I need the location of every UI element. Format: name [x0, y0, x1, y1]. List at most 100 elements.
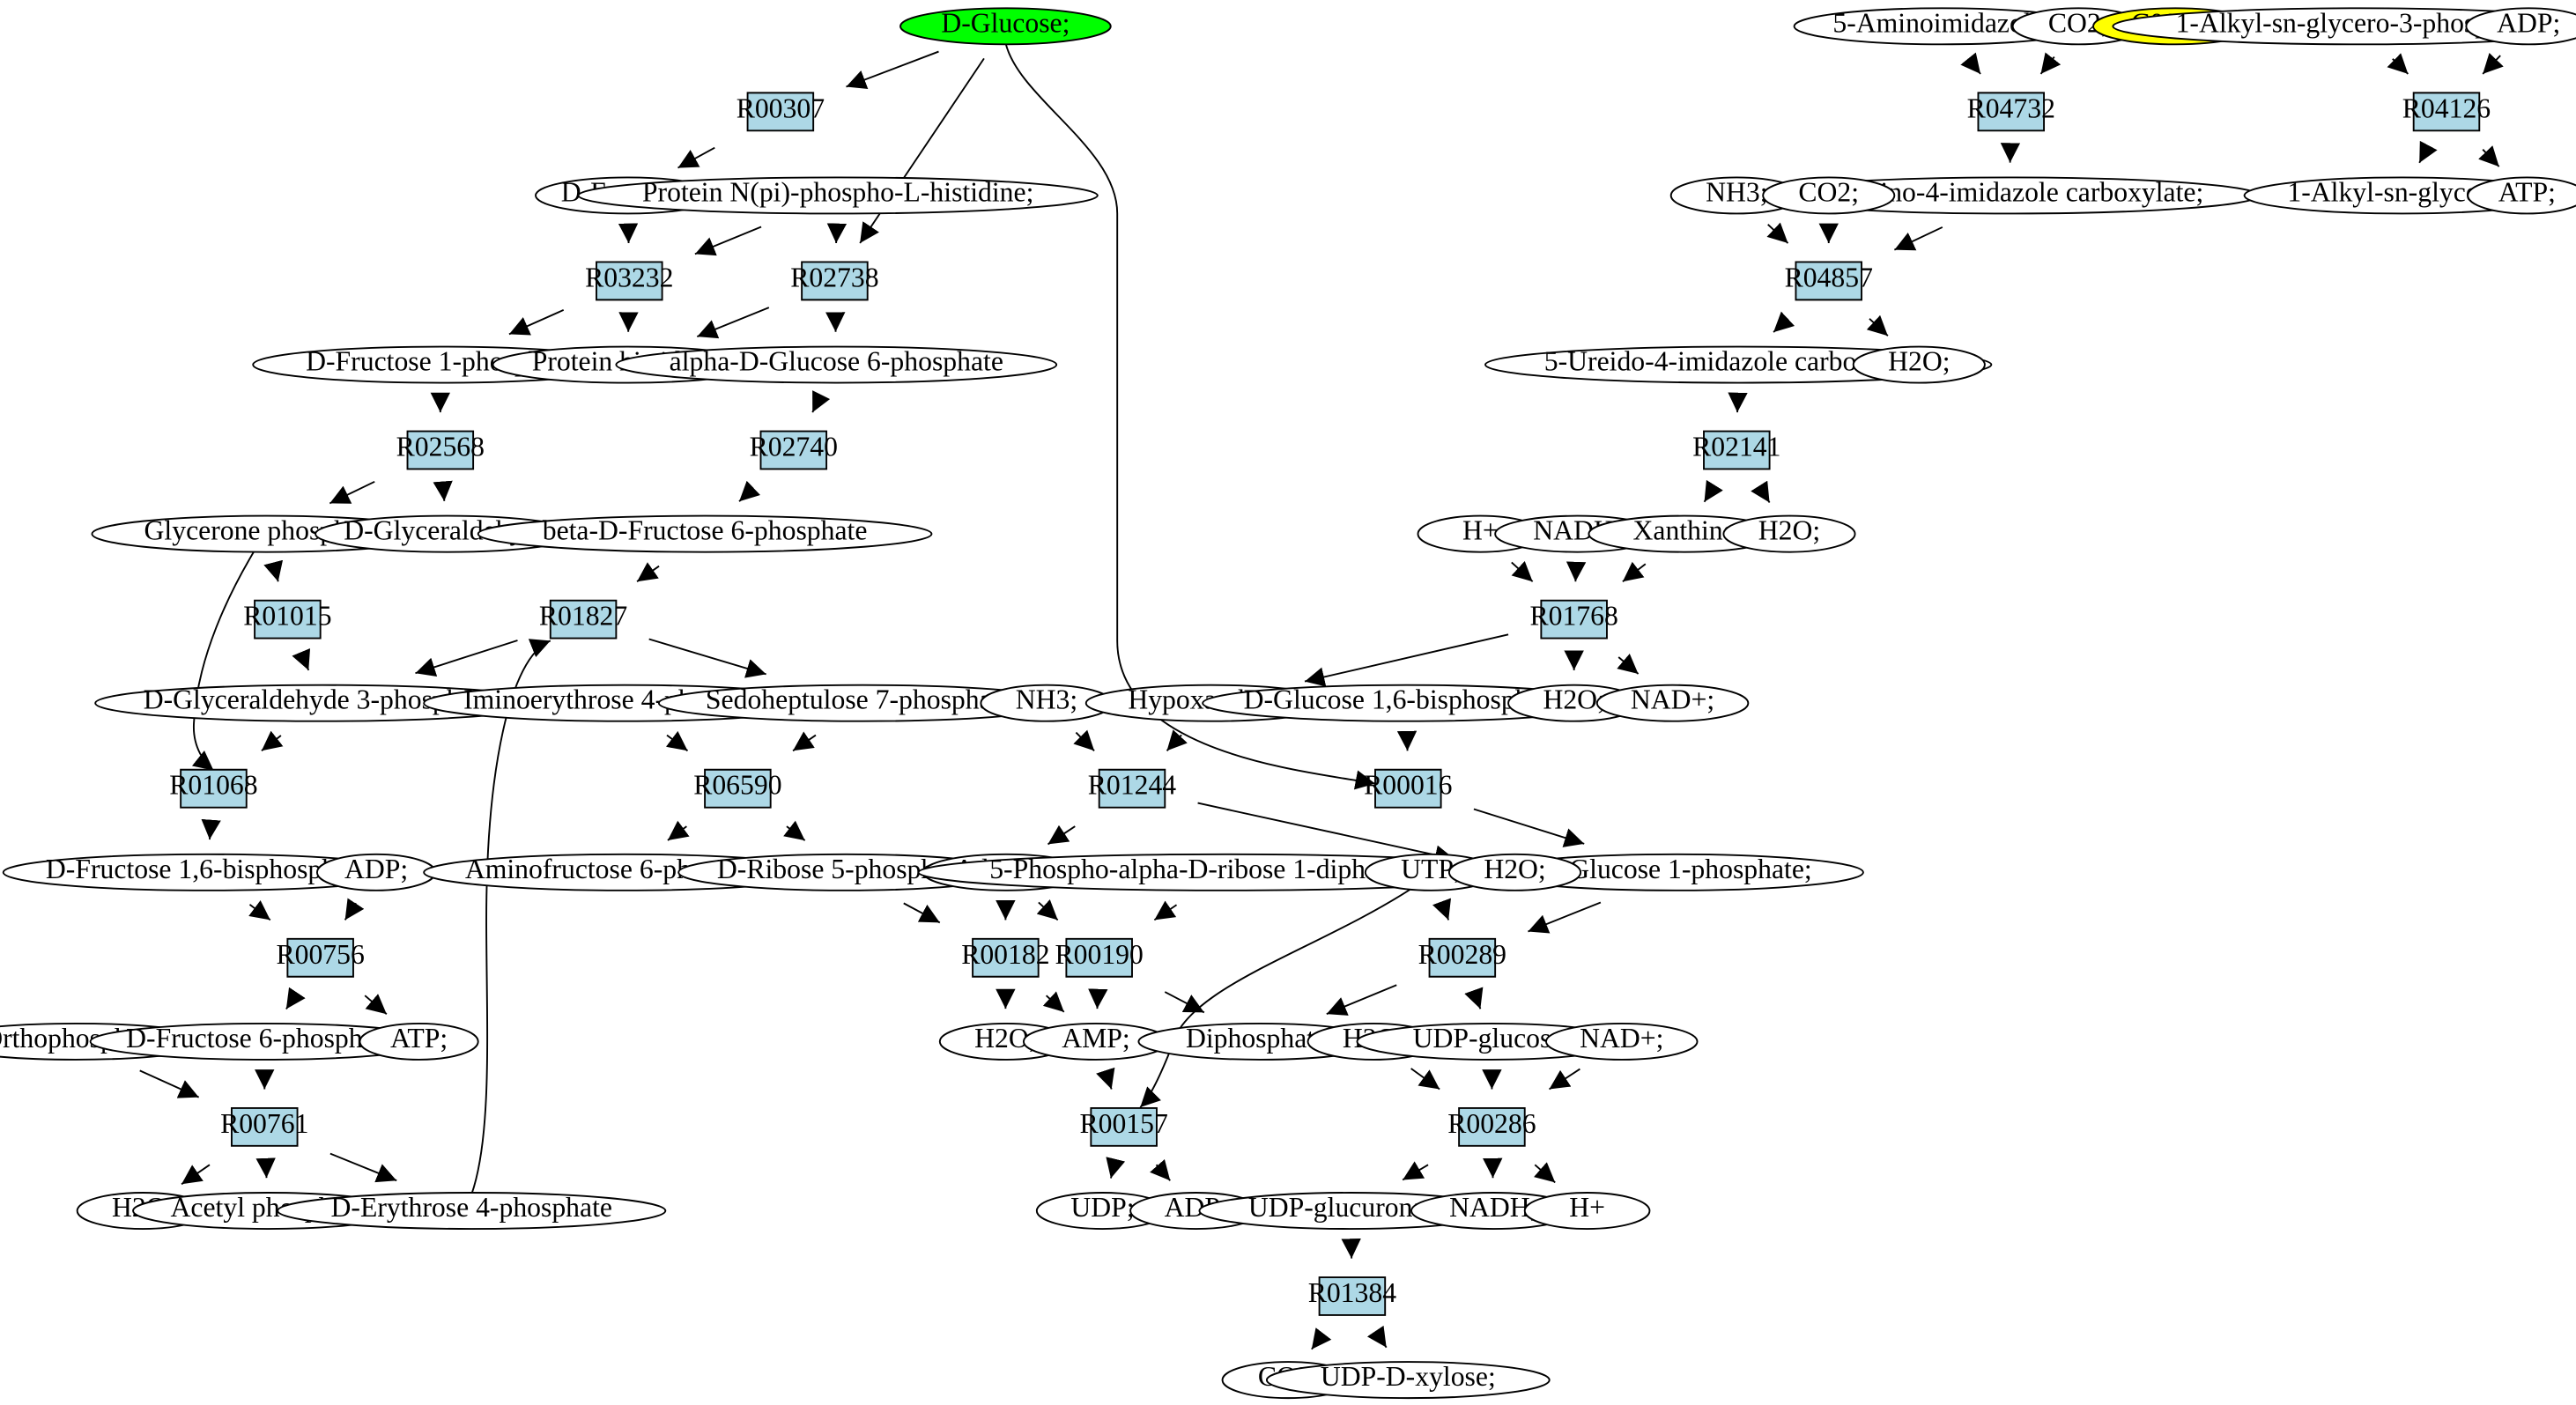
compound-label: NAD+; [1631, 684, 1714, 715]
edge-dhap-to-R01068 [191, 551, 255, 771]
reaction-node-R02568[interactable]: R02568 [396, 432, 485, 470]
reaction-node-R02738[interactable]: R02738 [790, 262, 879, 299]
edge-R01384-to-co2c [1312, 1327, 1332, 1349]
reaction-label: R00307 [737, 92, 825, 123]
edge-R01384-to-udpxyl [1366, 1325, 1386, 1347]
reaction-node-R00289[interactable]: R00289 [1418, 939, 1506, 977]
compound-node-atp1[interactable]: ATP; [359, 1023, 477, 1060]
compound-label: NH3; [1706, 176, 1767, 207]
reaction-node-R00157[interactable]: R00157 [1079, 1108, 1168, 1146]
edge-glc-to-R00016 [1005, 42, 1375, 790]
reaction-node-R00307[interactable]: R00307 [737, 92, 825, 130]
edge-pnph-to-R03232 [695, 227, 761, 256]
compound-node-ag6p[interactable]: alpha-D-Glucose 6-phosphate [616, 346, 1056, 383]
edge-R04126-to-atp3 [2478, 145, 2498, 166]
compound-node-pnph[interactable]: Protein N(pi)-phospho-L-histidine; [578, 176, 1097, 213]
reaction-label: R01384 [1308, 1277, 1397, 1308]
reaction-node-R00286[interactable]: R00286 [1447, 1108, 1536, 1146]
edge-R02568-to-dhap [329, 482, 374, 504]
reaction-node-R00761[interactable]: R00761 [220, 1108, 308, 1146]
compound-label: D-Fructose 6-phosphate; [126, 1023, 403, 1054]
reaction-node-R01384[interactable]: R01384 [1308, 1277, 1397, 1315]
compound-node-nadp1[interactable]: NAD+; [1597, 684, 1749, 721]
compound-label: ADP; [344, 854, 408, 884]
edge-R00756-to-atp1 [365, 994, 387, 1014]
reaction-node-R04857[interactable]: R04857 [1785, 262, 1873, 299]
compound-node-bf6p[interactable]: beta-D-Fructose 6-phosphate [478, 515, 932, 552]
compound-label: beta-D-Fructose 6-phosphate [543, 515, 868, 546]
reaction-node-R01244[interactable]: R01244 [1088, 770, 1177, 808]
compound-label: Sedoheptulose 7-phosphate; [706, 684, 1019, 715]
edge-nadp2-to-R00286 [1550, 1069, 1580, 1090]
compound-label: D-Glucose 1-phosphate; [1540, 854, 1812, 884]
compound-label: AMP; [1062, 1023, 1129, 1054]
compound-label: H2O; [1888, 346, 1950, 377]
reaction-node-R02141[interactable]: R02141 [1692, 432, 1780, 470]
reaction-node-R01015[interactable]: R01015 [243, 601, 332, 639]
compound-label: Xanthine [1633, 515, 1736, 546]
compound-node-aimid[interactable]: 5-Aminoimidazole; [1795, 7, 2091, 44]
edge-R00761-to-acp [255, 1157, 276, 1178]
reaction-node-R01827[interactable]: R01827 [539, 601, 627, 639]
compound-node-g1p[interactable]: D-Glucose 1-phosphate; [1489, 854, 1863, 891]
reaction-node-R00756[interactable]: R00756 [276, 939, 365, 977]
compound-node-adp1[interactable]: ADP; [317, 854, 435, 891]
compound-node-h2o6[interactable]: H2O; [1723, 515, 1854, 552]
reaction-label: R00182 [961, 939, 1049, 970]
reaction-node-R01768[interactable]: R01768 [1529, 601, 1618, 639]
edge-R04857-to-h2o5 [1866, 314, 1888, 336]
edge-R00761-to-h2o1 [181, 1165, 210, 1184]
edge-ortho-to-R00761 [140, 1070, 199, 1097]
compound-node-fbp[interactable]: D-Fructose 1,6-bisphosphate [4, 854, 411, 891]
compound-node-nh3b[interactable]: NH3; [1671, 176, 1802, 213]
edge-s7p-to-R06590 [793, 731, 816, 751]
edge-fbp-to-R00756 [248, 900, 270, 921]
compound-node-h2o5[interactable]: H2O; [1854, 346, 1985, 383]
edge-hplus1-to-R01768 [1512, 560, 1533, 581]
compound-node-nadp2[interactable]: NAD+; [1546, 1023, 1698, 1060]
edge-R02141-to-h2o6 [1751, 480, 1769, 503]
edge-glc-to-R02738 [860, 58, 984, 243]
edge-xanth-to-R01768 [1623, 561, 1646, 581]
reaction-node-R04732[interactable]: R04732 [1967, 92, 2055, 130]
reaction-node-R04126[interactable]: R04126 [2402, 92, 2491, 130]
reaction-label: R02141 [1692, 432, 1780, 462]
compound-node-co2b[interactable]: CO2; [1763, 176, 1894, 213]
reaction-label: R00761 [220, 1108, 308, 1139]
reaction-node-R01068[interactable]: R01068 [169, 770, 258, 808]
edge-R00182-to-amp [1042, 991, 1064, 1012]
reaction-label: R01827 [539, 601, 627, 632]
reaction-label: R02740 [750, 432, 838, 462]
compound-node-adp3[interactable]: ADP; [2466, 7, 2576, 44]
compound-node-h2o3[interactable]: H2O; [1449, 854, 1580, 891]
edge-glc-to-R00307 [846, 52, 938, 89]
compound-node-nh3a[interactable]: NH3; [981, 684, 1112, 721]
edge-R01827-to-s7p [649, 639, 766, 678]
compound-node-df6p[interactable]: D-Fructose 6-phosphate; [91, 1023, 439, 1060]
edge-nh3b-to-R04857 [1766, 222, 1788, 243]
reaction-node-R03232[interactable]: R03232 [585, 262, 673, 299]
edge-R06590-to-r5p [783, 820, 805, 840]
compound-label: alpha-D-Glucose 6-phosphate [670, 346, 1003, 377]
edge-R00756-to-df6p [286, 987, 306, 1009]
compound-node-atp3[interactable]: ATP; [2468, 176, 2576, 213]
edge-R00286-to-hplus2 [1534, 1162, 1555, 1182]
reaction-label: R06590 [693, 770, 781, 801]
compound-node-udpxyl[interactable]: UDP-D-xylose; [1267, 1361, 1550, 1398]
compound-label: ATP; [390, 1023, 448, 1054]
compound-node-hplus2[interactable]: H+ [1525, 1192, 1650, 1229]
edge-utp-to-R00157 [1140, 885, 1416, 1107]
reaction-node-R00182[interactable]: R00182 [961, 939, 1050, 977]
compound-node-e4p[interactable]: D-Erythrose 4-phosphate [278, 1192, 665, 1229]
reaction-label: R00289 [1418, 939, 1506, 970]
compound-node-glc[interactable]: D-Glucose; [900, 7, 1111, 44]
reaction-node-R02740[interactable]: R02740 [750, 432, 838, 470]
reaction-node-R06590[interactable]: R06590 [693, 770, 782, 808]
reaction-label: R00756 [276, 939, 364, 970]
edge-R00016-to-g1p [1474, 810, 1584, 847]
compound-label: D-Fructose 1,6-bisphosphate [46, 854, 368, 884]
reaction-node-R00190[interactable]: R00190 [1055, 939, 1144, 977]
reaction-node-R00016[interactable]: R00016 [1364, 770, 1452, 808]
compound-node-s7p[interactable]: Sedoheptulose 7-phosphate; [659, 684, 1067, 721]
edge-imino-to-R06590 [665, 730, 687, 751]
